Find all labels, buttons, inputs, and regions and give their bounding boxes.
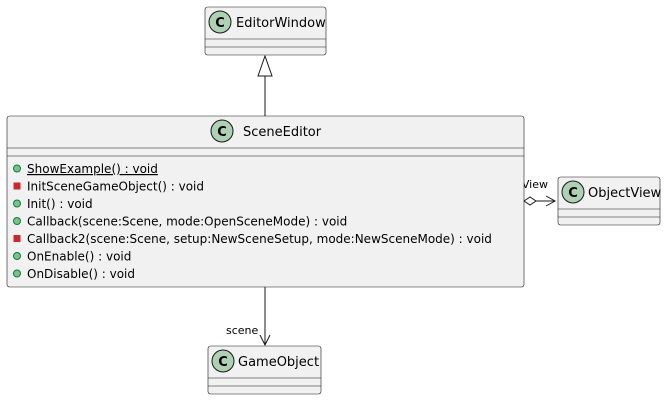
- aggregation-arrowhead-icon: [545, 195, 557, 207]
- method-row: OnDisable() : void: [13, 267, 135, 281]
- method-row: Callback2(scene:Scene, setup:NewSceneSet…: [13, 232, 492, 246]
- class-game-object: C GameObject: [207, 345, 322, 395]
- method-row: OnEnable() : void: [13, 250, 131, 264]
- private-visibility-icon: [13, 182, 21, 190]
- class-badge-letter: C: [215, 16, 225, 31]
- class-editor-window: C EditorWindow: [204, 6, 327, 56]
- scene-role-label: scene: [226, 324, 259, 337]
- public-visibility-icon: [13, 164, 21, 173]
- methods-list: ShowExample() : voidInitSceneGameObject(…: [13, 162, 492, 281]
- class-badge-letter: C: [568, 186, 578, 201]
- public-visibility-icon: [13, 252, 21, 260]
- class-name: ObjectView: [588, 186, 662, 201]
- private-visibility-icon: [13, 235, 21, 242]
- method-row: Init() : void: [13, 197, 93, 211]
- inheritance-edge: [257, 54, 273, 116]
- method-signature: ShowExample() : void: [27, 162, 158, 176]
- class-name: EditorWindow: [236, 16, 326, 31]
- method-signature: Callback2(scene:Scene, setup:NewSceneSet…: [27, 232, 492, 246]
- method-row: ShowExample() : void: [13, 162, 158, 176]
- public-visibility-icon: [13, 217, 21, 225]
- class-name: GameObject: [238, 355, 319, 370]
- public-visibility-icon: [13, 269, 21, 278]
- class-scene-editor: C SceneEditor ShowExample() : voidInitSc…: [6, 115, 525, 288]
- class-c-icon: [210, 119, 234, 143]
- method-signature: Init() : void: [27, 197, 93, 211]
- method-row: InitSceneGameObject() : void: [13, 180, 204, 194]
- class-badge-letter: C: [218, 355, 228, 370]
- method-signature: OnDisable() : void: [27, 267, 135, 281]
- method-signature: InitSceneGameObject() : void: [27, 180, 204, 194]
- class-name: SceneEditor: [243, 125, 322, 140]
- class-box: [6, 115, 525, 288]
- class-box: [204, 6, 327, 56]
- inheritance-arrowhead-icon: [257, 54, 273, 77]
- class-badge-letter: C: [217, 125, 227, 140]
- class-c-icon: [211, 349, 235, 373]
- method-signature: OnEnable() : void: [27, 250, 131, 264]
- class-box: [207, 345, 322, 395]
- class-object-view: C ObjectView: [557, 176, 662, 226]
- method-signature: Callback(scene:Scene, mode:OpenSceneMode…: [27, 215, 347, 229]
- public-visibility-icon: [13, 199, 21, 208]
- class-c-icon: [208, 10, 232, 34]
- association-edge: scene: [226, 287, 271, 347]
- association-arrowhead-icon: [259, 334, 271, 347]
- aggregation-diamond-icon: [523, 196, 537, 206]
- class-c-icon: [561, 180, 585, 204]
- method-row: Callback(scene:Scene, mode:OpenSceneMode…: [13, 215, 347, 229]
